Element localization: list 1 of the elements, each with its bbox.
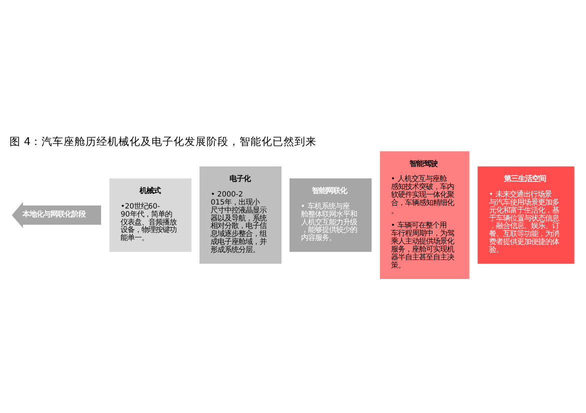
diagram-title: 图 4：汽车座舱历经机械化及电子化发展阶段，智能化已然到来: [9, 136, 317, 148]
